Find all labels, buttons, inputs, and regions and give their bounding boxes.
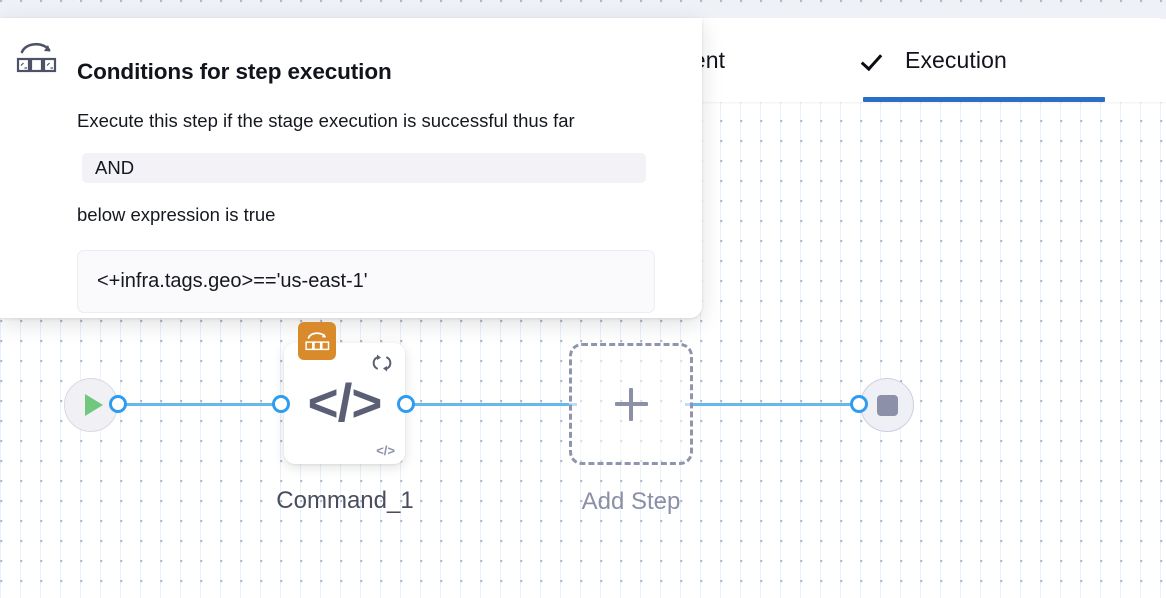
command-script-icon (15, 39, 57, 77)
condition-operator-value: AND (95, 157, 135, 178)
panel-description-line-2: below expression is true (77, 204, 276, 225)
step-code-glyph: </> (307, 374, 383, 433)
connector-end-in[interactable] (850, 395, 868, 413)
edge-step-to-add (396, 403, 577, 407)
check-icon (863, 47, 889, 73)
step-conditions-panel: Conditions for step execution Execute th… (0, 18, 702, 318)
canvas-top-strip (0, 0, 1166, 19)
step-node-label: Command_1 (276, 487, 414, 514)
step-type-badge-command-icon (298, 322, 336, 360)
add-step-button[interactable] (569, 343, 693, 465)
panel-title: Conditions for step execution (77, 59, 392, 84)
connector-start-out[interactable] (109, 395, 127, 413)
loop-retry-icon (368, 349, 396, 377)
step-mini-code-icon: </> (376, 443, 395, 458)
connector-step-out[interactable] (397, 395, 415, 413)
stop-icon (876, 394, 898, 416)
condition-expression-input[interactable]: <+infra.tags.geo>=='us-east-1' (77, 250, 655, 313)
panel-description-line-1: Execute this step if the stage execution… (77, 110, 575, 131)
tab-execution-label: Execution (905, 46, 1007, 73)
plus-icon (614, 387, 648, 421)
step-node-command[interactable]: </> </> (284, 322, 405, 464)
connector-step-in[interactable] (272, 395, 290, 413)
edge-start-to-step (110, 403, 293, 407)
edge-add-to-end (685, 403, 865, 407)
tab-execution[interactable]: Execution (863, 18, 1007, 102)
pipeline-end-node[interactable] (860, 378, 914, 432)
condition-expression-value: <+infra.tags.geo>=='us-east-1' (97, 270, 368, 292)
tab-active-underline (863, 97, 1105, 102)
add-step-label: Add Step (581, 488, 681, 515)
play-icon (85, 394, 103, 416)
condition-operator-select[interactable]: AND (82, 153, 646, 183)
